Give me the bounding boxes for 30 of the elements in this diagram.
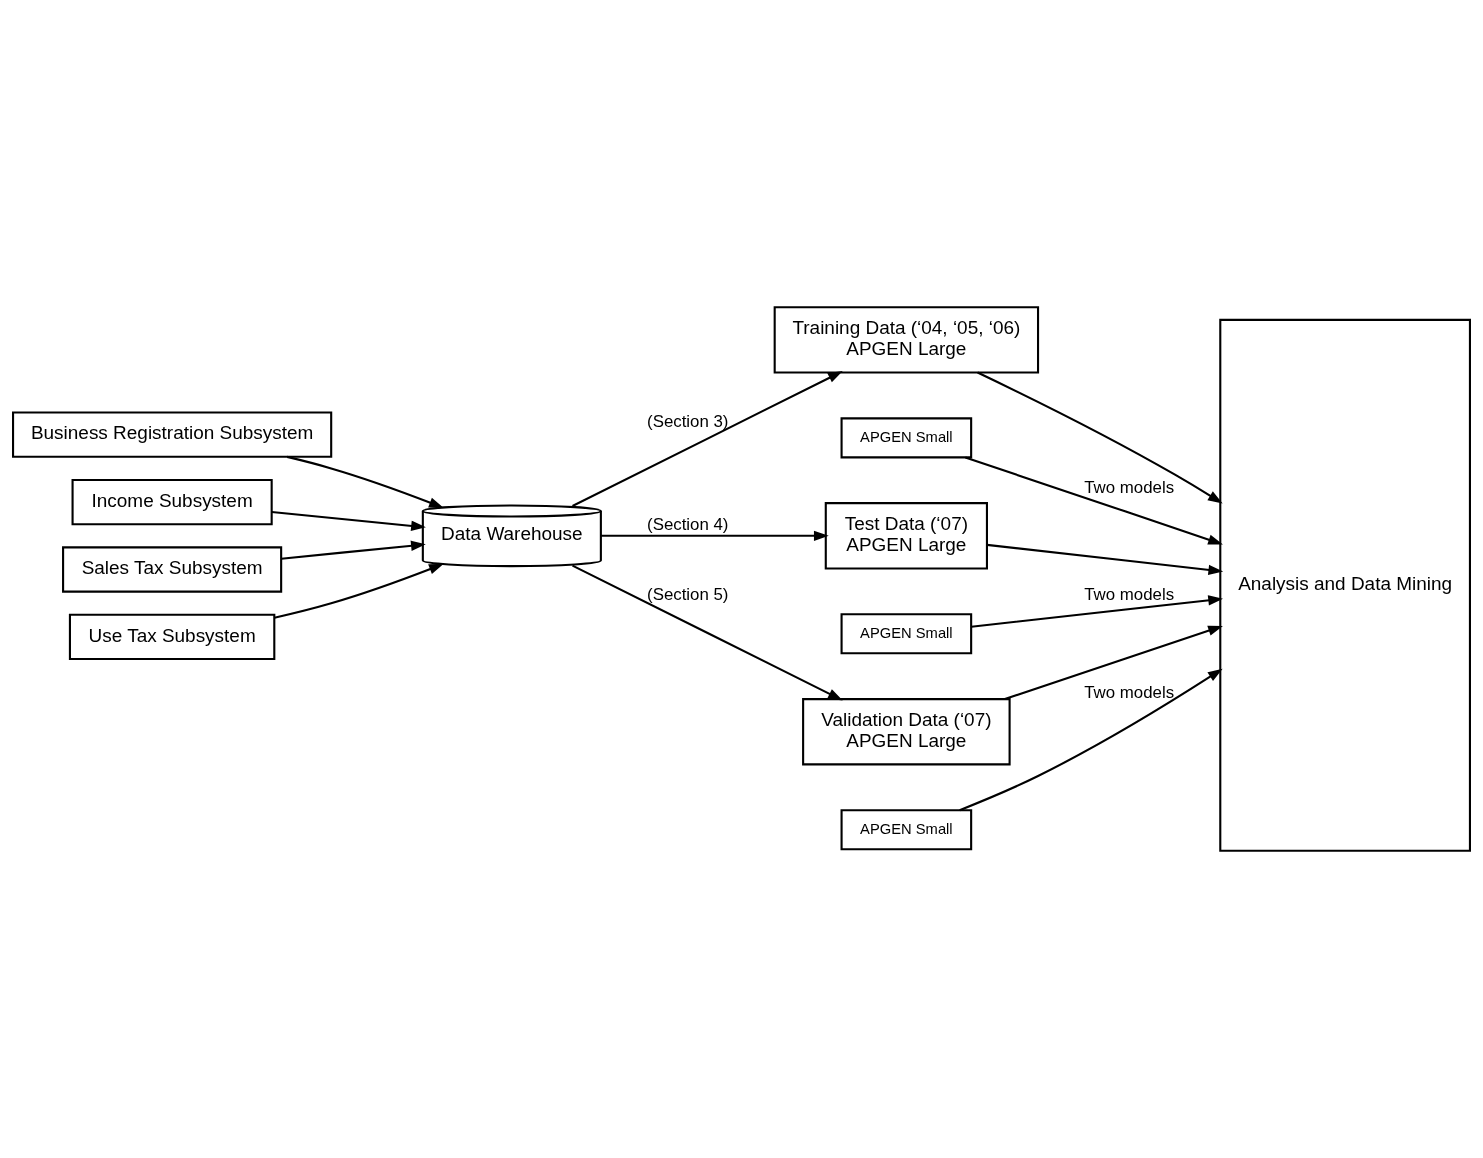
arrow: [271, 510, 426, 531]
arrow: [971, 595, 1224, 628]
arrow: [600, 530, 829, 541]
node-box: Income Subsystem: [71, 478, 273, 526]
node-box: Training Data (‘04, ‘05, ‘06) APGEN Large: [773, 306, 1040, 374]
node-box: Sales Tax Subsystem: [62, 546, 283, 593]
node-box: APGEN Small: [840, 809, 973, 851]
arrow: [977, 371, 1223, 504]
node-box: APGEN Small: [840, 417, 973, 459]
node-box: Business Registration Subsystem: [12, 411, 333, 458]
edge-label: Two models: [1084, 584, 1175, 604]
arrow: [986, 543, 1224, 576]
arrow: [281, 540, 426, 560]
arrow: [572, 371, 843, 507]
arrow: [965, 456, 1223, 545]
edge-label: (Section 4): [647, 515, 729, 535]
arrow: [274, 563, 444, 619]
edge-label: (Section 5): [647, 584, 729, 604]
node-box: Use Tax Subsystem: [68, 613, 276, 661]
arrow: [286, 455, 444, 508]
arrow: [959, 668, 1223, 812]
node-box: Test Data (‘07) APGEN Large: [824, 502, 988, 570]
arrow: [572, 564, 843, 701]
edge-label: Two models: [1084, 478, 1175, 498]
node-box: Validation Data (‘07) APGEN Large: [802, 698, 1011, 766]
node-box: APGEN Small: [840, 613, 973, 655]
edge-label: Two models: [1084, 682, 1175, 702]
node-box: Analysis and Data Mining: [1219, 318, 1471, 852]
arrow: [1004, 625, 1223, 701]
edge-label: (Section 3): [647, 412, 729, 432]
